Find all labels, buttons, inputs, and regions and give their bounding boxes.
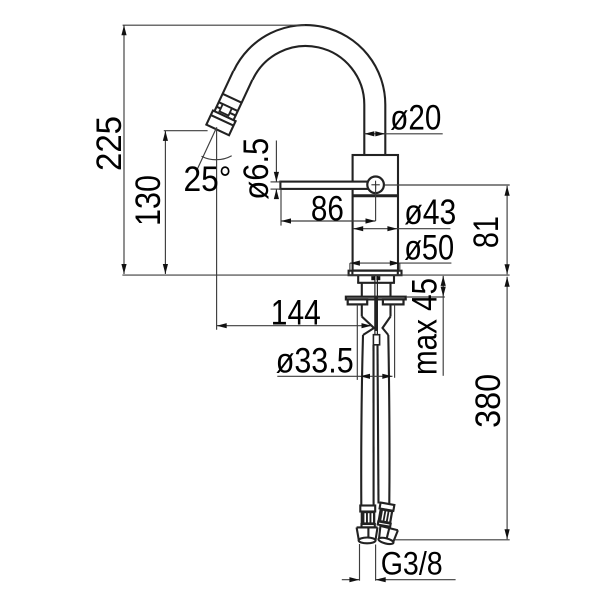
svg-text:ø33.5: ø33.5: [276, 342, 354, 381]
svg-text:ø50: ø50: [404, 229, 454, 268]
svg-text:81: 81: [467, 216, 506, 248]
svg-text:max 45: max 45: [406, 278, 445, 375]
svg-text:380: 380: [469, 374, 508, 428]
svg-text:G3/8: G3/8: [381, 546, 443, 582]
svg-text:25°: 25°: [184, 160, 232, 199]
svg-text:ø20: ø20: [390, 99, 441, 138]
svg-text:130: 130: [129, 175, 168, 226]
svg-text:225: 225: [90, 116, 129, 171]
svg-text:86: 86: [311, 190, 344, 229]
svg-text:144: 144: [271, 294, 321, 333]
svg-text:ø6.5: ø6.5: [237, 138, 276, 200]
svg-text:ø43: ø43: [404, 193, 456, 232]
